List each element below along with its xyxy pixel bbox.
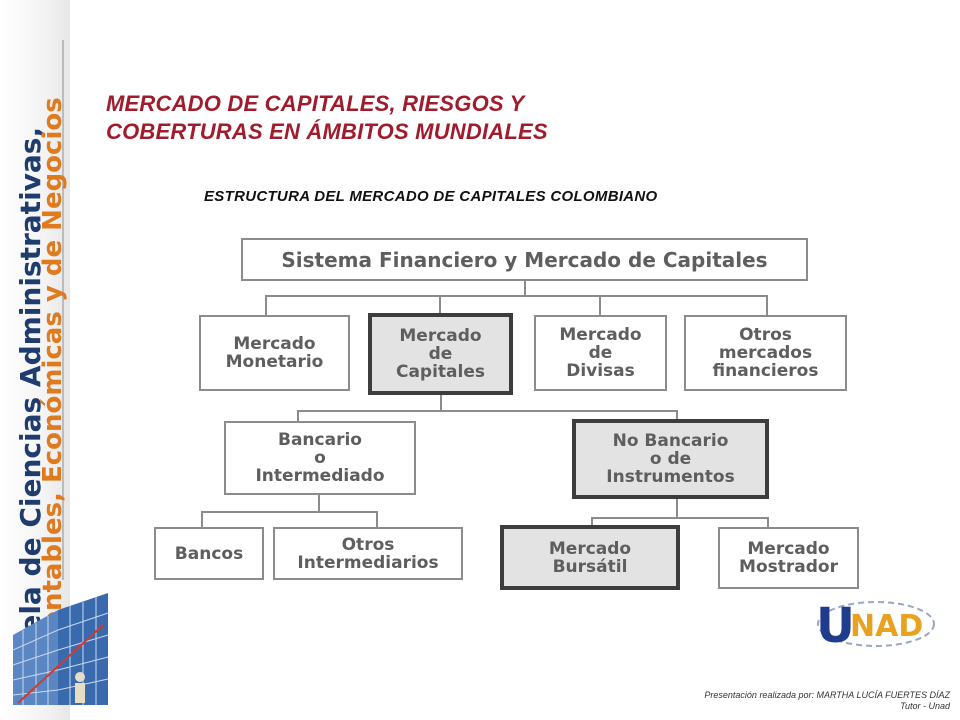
node-root: Sistema Financiero y Mercado de Capitale… bbox=[241, 238, 808, 281]
connector bbox=[265, 295, 767, 297]
page-title: MERCADO DE CAPITALES, RIESGOS Y COBERTUR… bbox=[106, 90, 666, 146]
connector bbox=[524, 280, 526, 296]
side-divider bbox=[62, 40, 64, 580]
side-banner: Escuela de Ciencias Administrativas, Con… bbox=[0, 0, 109, 720]
connector bbox=[297, 410, 299, 422]
connector bbox=[767, 517, 769, 527]
page-title-line2: COBERTURAS EN ÁMBITOS MUNDIALES bbox=[106, 119, 548, 144]
unad-logo: U NAD bbox=[816, 598, 935, 654]
connector bbox=[766, 295, 768, 315]
svg-text:NAD: NAD bbox=[850, 609, 923, 644]
connector bbox=[676, 410, 678, 422]
node-mercado-de-capitales: Mercado de Capitales bbox=[368, 313, 513, 395]
node-mercado-mostrador: Mercado Mostrador bbox=[718, 527, 859, 589]
node-mercado-de-divisas: Mercado de Divisas bbox=[534, 315, 667, 391]
node-bancos: Bancos bbox=[154, 527, 264, 580]
connector bbox=[297, 410, 677, 412]
connector bbox=[591, 517, 768, 519]
connector bbox=[265, 295, 267, 315]
credit-line1: Presentación realizada por: MARTHA LUCÍA… bbox=[704, 690, 950, 700]
connector bbox=[376, 511, 378, 527]
connector bbox=[599, 295, 601, 315]
svg-text:U: U bbox=[816, 598, 855, 654]
node-otros-mercados: Otros mercados financieros bbox=[684, 315, 847, 391]
connector bbox=[201, 511, 203, 527]
connector bbox=[676, 498, 678, 518]
credit-line2: Tutor - Unad bbox=[900, 701, 950, 711]
building-graphic-icon bbox=[12, 593, 109, 705]
node-mercado-bursatil: Mercado Bursátil bbox=[500, 525, 680, 590]
connector bbox=[318, 494, 320, 512]
node-otros-intermediarios: Otros Intermediarios bbox=[273, 527, 463, 580]
node-mercado-monetario: Mercado Monetario bbox=[199, 315, 350, 391]
connector bbox=[440, 395, 442, 411]
connector bbox=[591, 517, 593, 527]
connector bbox=[439, 295, 441, 315]
node-no-bancario: No Bancario o de Instrumentos bbox=[572, 419, 769, 499]
diagram-subtitle: ESTRUCTURA DEL MERCADO DE CAPITALES COLO… bbox=[204, 188, 658, 205]
connector bbox=[201, 511, 377, 513]
page-title-line1: MERCADO DE CAPITALES, RIESGOS Y bbox=[106, 91, 525, 116]
credit-text: Presentación realizada por: MARTHA LUCÍA… bbox=[704, 690, 950, 712]
node-bancario: Bancario o Intermediado bbox=[224, 421, 416, 495]
